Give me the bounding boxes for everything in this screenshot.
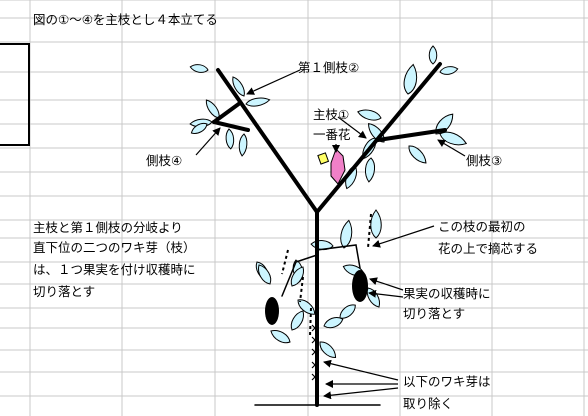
note-mid-right-line: 果実の収穫時に xyxy=(403,286,491,301)
note-bottom-right-line: 以下のワキ芽は xyxy=(403,374,491,389)
frame-edge xyxy=(0,43,30,146)
note-bottom-right-line: 取り除く xyxy=(403,396,454,411)
side-branch-3 xyxy=(376,128,447,142)
leaf xyxy=(340,219,353,249)
plant-stems xyxy=(212,62,447,407)
lower-shoot-left xyxy=(281,254,318,297)
leaf xyxy=(323,317,344,329)
leaf xyxy=(428,45,438,65)
leaves xyxy=(189,45,468,359)
first-flower xyxy=(317,148,346,185)
fruit xyxy=(265,297,279,325)
label-side-branch-4: 側枝④ xyxy=(146,153,183,168)
leaf xyxy=(357,109,382,121)
note-left-line: 主枝と第１側枝の分岐より xyxy=(33,220,183,235)
leaf xyxy=(232,76,245,97)
leaf xyxy=(365,157,376,183)
label-sub-branch-2: 第１側枝② xyxy=(298,60,360,75)
lower-shoot-right xyxy=(316,244,361,269)
note-top-right-line: この枝の最初の xyxy=(438,219,526,234)
leaf xyxy=(408,145,427,164)
leaf xyxy=(339,304,356,319)
fruits xyxy=(265,270,368,325)
leaf xyxy=(258,264,272,285)
leaf xyxy=(245,97,271,107)
fruit xyxy=(352,270,368,302)
note-mid-right-line: 切り落とす xyxy=(403,306,466,321)
leaf xyxy=(190,122,208,134)
note-left-line: 直下位の二つのワキ芽（枝） xyxy=(33,240,196,255)
left-main-branch xyxy=(216,68,319,214)
note-left-line: 切り落とす xyxy=(33,284,96,299)
note-left-line: は、１つ果実を付け収穫時に xyxy=(33,262,196,277)
leader-arrows xyxy=(195,69,466,400)
leaf xyxy=(403,63,418,95)
label-main-branch-1: 主枝① xyxy=(313,107,350,122)
side-branch-4-tip xyxy=(212,120,250,132)
leaf xyxy=(319,341,337,359)
leaf xyxy=(238,133,248,157)
diagram-title: 図の①～④を主枝とし４本立てる xyxy=(33,12,218,27)
bud-marks xyxy=(311,324,316,381)
pinch-marks xyxy=(281,213,372,337)
leaf xyxy=(270,330,291,344)
leaf xyxy=(290,266,304,287)
leaf xyxy=(439,66,459,75)
leaf xyxy=(225,128,235,150)
label-first-flower: 一番花 xyxy=(313,127,351,142)
label-side-branch-3: 側枝③ xyxy=(466,153,503,168)
leaf xyxy=(370,209,382,239)
leaf xyxy=(290,310,304,331)
side-branch-4 xyxy=(212,101,242,124)
flower-bud xyxy=(317,152,330,165)
note-top-right-line: 花の上で摘芯する xyxy=(438,241,539,256)
leaf xyxy=(205,99,220,119)
leaf xyxy=(189,64,209,73)
